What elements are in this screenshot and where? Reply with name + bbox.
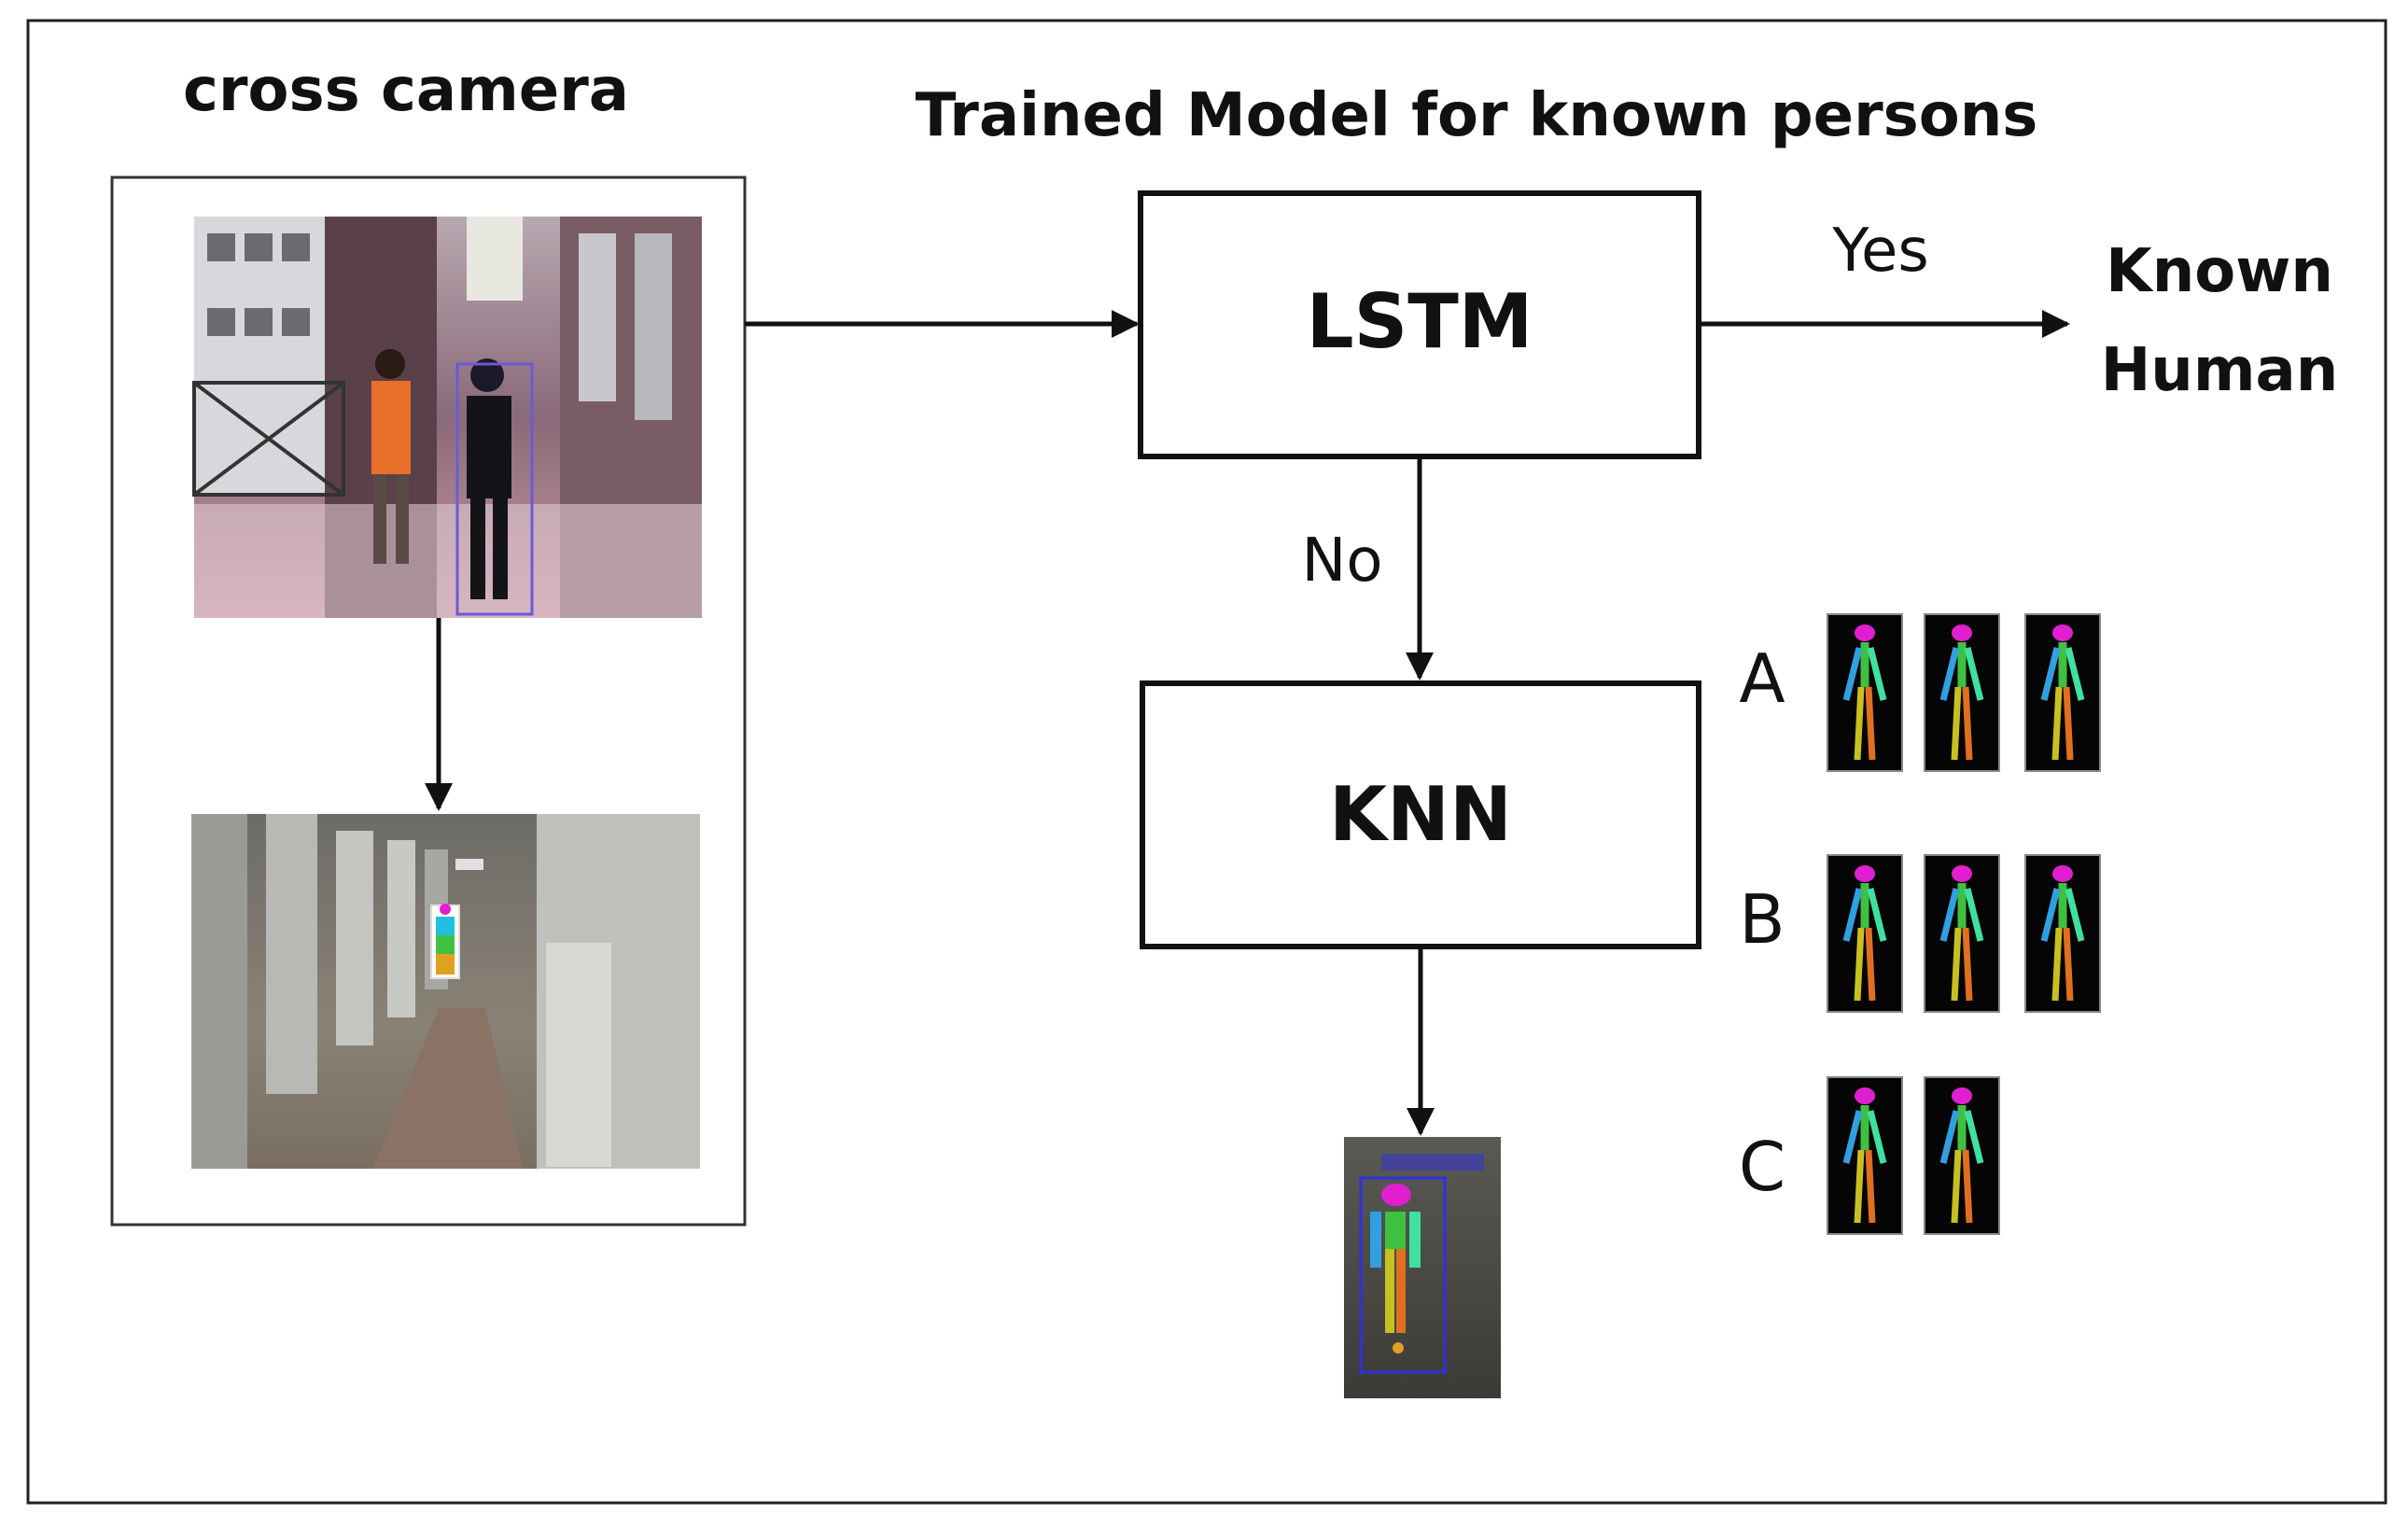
- skeleton-thumbnail-b-2: [1924, 854, 2000, 1013]
- skeleton-thumbnail-a-3: [2024, 613, 2101, 772]
- gallery-thumbnails: [1827, 613, 2101, 1235]
- lstm-box: [1138, 190, 1701, 459]
- skeleton-thumbnail-c-2: [1924, 1076, 2000, 1235]
- skeleton-thumbnail-a-2: [1924, 613, 2000, 772]
- camera-1-image: [192, 217, 702, 618]
- knn-box: [1140, 680, 1701, 949]
- skeleton-thumbnail-b-1: [1827, 854, 1903, 1013]
- camera-2-image: [191, 814, 700, 1169]
- lstm-label: LSTM: [1307, 278, 1533, 365]
- skeleton-thumbnail-c-1: [1827, 1076, 1903, 1235]
- gallery-label-c: C: [1739, 1128, 1785, 1206]
- skeleton-thumbnail-b-3: [2024, 854, 2101, 1013]
- trained-model-title: Trained Model for known persons: [916, 81, 2038, 150]
- known-human-line1: Known: [2106, 237, 2333, 306]
- known-human-line2: Human: [2101, 336, 2339, 405]
- no-edge-label: No: [1301, 526, 1382, 596]
- gallery-label-b: B: [1739, 880, 1785, 959]
- cross-camera-title: cross camera: [183, 56, 629, 125]
- gallery-label-a: A: [1739, 639, 1785, 718]
- result-thumbnail: [1344, 1137, 1501, 1398]
- yes-edge-label: Yes: [1831, 217, 1928, 286]
- skeleton-thumbnail-a-1: [1827, 613, 1903, 772]
- knn-label: KNN: [1329, 771, 1512, 858]
